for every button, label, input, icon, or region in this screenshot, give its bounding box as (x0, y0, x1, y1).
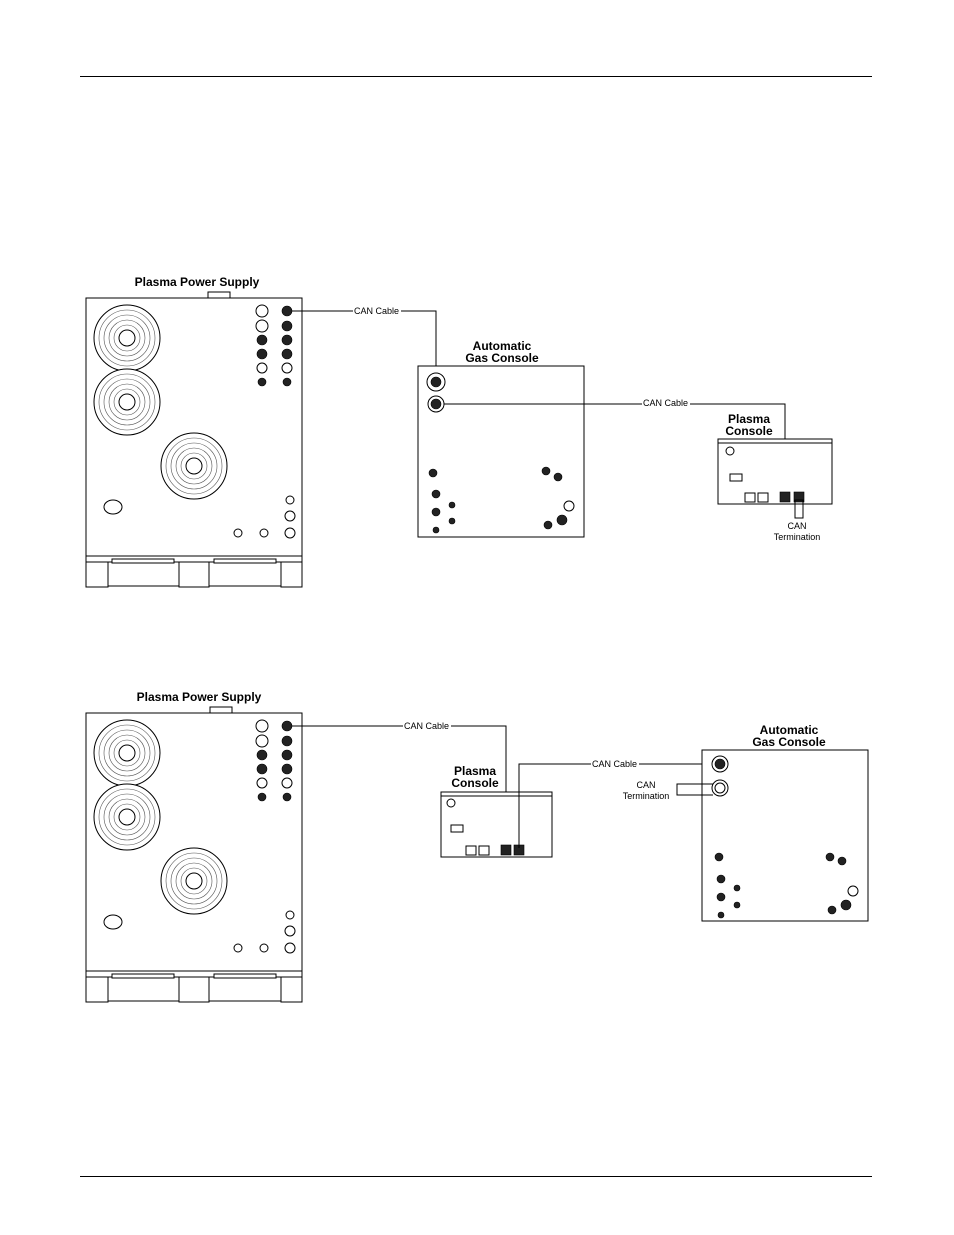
can-cable-label: CAN Cable (592, 759, 637, 769)
plasma-console-title-line2: Console (725, 424, 773, 438)
fan-icon (94, 369, 160, 435)
power-supply-unit (86, 707, 302, 1002)
fan-icon (94, 784, 160, 850)
can-cable-label: CAN Cable (643, 398, 688, 408)
fan-icon (161, 848, 227, 914)
plasma-console-title-line2: Console (451, 776, 499, 790)
can-cable-label: CAN Cable (354, 306, 399, 316)
plasma-console-unit (441, 792, 552, 857)
plasma-console-unit (718, 439, 832, 504)
power-supply-unit (86, 292, 302, 587)
lifting-handle (104, 500, 122, 514)
gas-console-title-line2: Gas Console (465, 351, 539, 365)
diagram-bottom: Plasma Power Supply (86, 690, 868, 1002)
can-cable-line (292, 311, 436, 382)
lifting-handle (104, 915, 122, 929)
can-termination-label-line2: Termination (623, 791, 670, 801)
can-termination-label-line1: CAN (636, 780, 655, 790)
can-termination-label-line2: Termination (774, 532, 821, 542)
gas-console-unit (702, 750, 868, 921)
gas-console-title-line2: Gas Console (752, 735, 826, 749)
diagram-top: Plasma Power Supply (86, 275, 832, 587)
fan-icon (94, 720, 160, 786)
can-termination-label-line1: CAN (787, 521, 806, 531)
power-supply-title: Plasma Power Supply (135, 275, 260, 289)
gas-console-unit (418, 366, 584, 537)
can-cable-label: CAN Cable (404, 721, 449, 731)
fan-icon (161, 433, 227, 499)
fan-icon (94, 305, 160, 371)
power-supply-title: Plasma Power Supply (137, 690, 262, 704)
